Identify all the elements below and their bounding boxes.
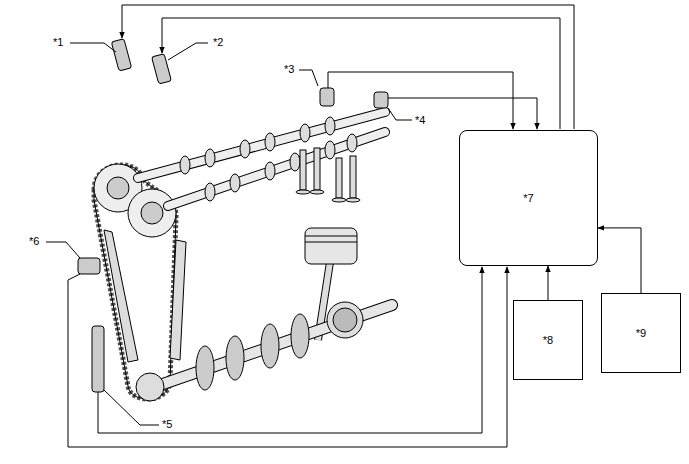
valve [314,148,320,190]
cam-lobe [325,141,335,159]
callout-number: *6 [28,235,40,248]
input-box: *9 [601,293,681,373]
callout-number: *3 [283,63,295,76]
signal-wire [328,72,513,129]
callout-number: *9 [636,327,646,339]
leader-line [46,242,80,258]
leader-line [388,108,412,120]
crankshaft [327,302,363,338]
sensor [152,54,172,84]
crankshaft [196,346,214,390]
signal-wire [98,267,482,433]
timing-chain [170,240,186,360]
valve [296,148,360,202]
cam-lobe [230,174,240,192]
callout-number: *8 [543,334,553,346]
input-box: *8 [513,300,583,380]
piston [305,228,357,264]
cam-lobe [180,156,190,174]
control-module-box: *7 [459,130,598,266]
timing-chain [104,230,138,362]
timing-chain [94,165,176,399]
camshaft [168,132,385,206]
cam-sprocket [141,202,163,224]
valve [350,156,356,198]
crankshaft [291,314,309,358]
camshaft [138,112,385,178]
cam-lobe [300,124,310,142]
callout-number: *7 [523,192,533,204]
callout-number: *1 [52,36,64,49]
cam-lobe [240,140,250,158]
cam-lobe [205,183,215,201]
camshaft [138,112,385,178]
sensor [78,39,388,392]
callout-number: *2 [212,36,224,49]
valve [332,198,346,202]
camshaft [168,132,385,206]
cam-lobe [205,149,215,167]
sensor [374,92,388,108]
callout-number: *4 [414,114,426,127]
valve [346,198,360,202]
signal-wire [162,18,560,129]
camshaft [138,112,385,206]
sensor [111,39,131,71]
leader-line [299,70,318,86]
crankshaft [136,373,164,401]
signal-wire [548,266,549,300]
timing-chain [94,165,176,399]
cam-sprocket [107,177,129,199]
signal-wire [598,228,641,293]
crankshaft [333,308,357,332]
valve [296,190,310,194]
leader-line [70,43,116,52]
crankshaft [226,336,244,380]
sensor [78,258,100,274]
signal-wire [388,98,537,129]
leader-line [46,43,412,425]
leader-line [104,390,159,425]
piston [305,242,357,243]
piston [305,236,357,237]
cam-lobe [290,153,300,171]
sensor [320,88,334,106]
cam-lobe [265,133,275,151]
cam-lobe [347,134,357,152]
cam-lobe [180,117,357,201]
valve [310,190,324,194]
leader-line [168,43,208,60]
crankshaft [261,324,279,368]
cam-lobe [265,162,275,180]
callout-number: *5 [161,418,173,431]
valve [300,150,306,190]
sensor [92,326,104,392]
cam-lobe [325,117,335,135]
cam-sprocket [128,189,176,237]
signal-wire [122,5,574,129]
crankshaft [136,302,392,401]
signal-wire [68,267,507,447]
valve [336,158,342,198]
